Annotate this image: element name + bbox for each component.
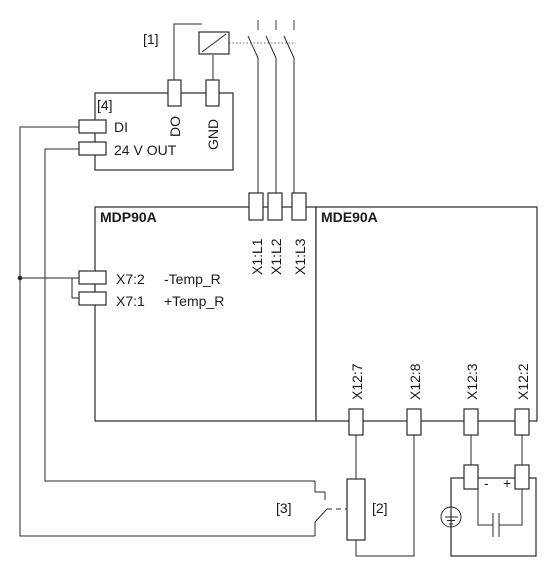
di-label: DI	[114, 119, 128, 135]
x12-3-label: X12:3	[464, 363, 480, 400]
x7-2-signal: -Temp_R	[164, 271, 221, 287]
plus-label: +	[503, 475, 511, 491]
24v-out-label: 24 V OUT	[114, 142, 177, 158]
brake-resistor	[346, 435, 415, 557]
mdp90a-module	[94, 206, 317, 422]
switch-3-blade	[314, 508, 328, 523]
ref-4-label: [4]	[97, 97, 113, 113]
minus-label: -	[484, 475, 489, 491]
terminal-x1-l2	[267, 192, 283, 221]
terminal-x12-7	[348, 408, 364, 436]
do-label: DO	[167, 116, 183, 137]
resistor-2-body	[346, 478, 366, 541]
mdp90a-label: MDP90A	[100, 209, 157, 225]
capacitor-terminal-plus	[514, 464, 530, 490]
x12-2-label: X12:2	[515, 363, 531, 400]
junction-dot	[17, 275, 23, 281]
contact-l1	[247, 35, 259, 59]
mde90a-label: MDE90A	[321, 209, 378, 225]
terminal-x12-3	[463, 408, 479, 436]
x12-8-label: X12:8	[407, 363, 423, 400]
terminal-x7-2	[78, 270, 107, 285]
ref-3-label: [3]	[276, 500, 292, 516]
mde90a-module	[315, 206, 538, 422]
contact-l2	[265, 35, 277, 59]
capacitor-terminal-minus	[463, 464, 479, 490]
terminal-24v-out	[78, 141, 107, 156]
terminal-x7-1	[78, 291, 107, 306]
x7-1-signal: +Temp_R	[164, 293, 224, 309]
capacitor-block	[440, 435, 537, 557]
ref-1-label: [1]	[143, 31, 159, 47]
contactor	[173, 20, 296, 193]
contact-l3	[283, 35, 295, 59]
terminal-di	[78, 119, 107, 134]
x1-l1-label: X1:L1	[249, 238, 265, 275]
terminal-x1-l3	[291, 192, 307, 221]
terminal-gnd	[205, 79, 220, 107]
ref-2-label: [2]	[372, 500, 388, 516]
terminal-x12-2	[514, 408, 530, 436]
terminal-x1-l1	[248, 192, 264, 221]
terminal-x12-8	[406, 408, 422, 436]
x7-2-label: X7:2	[116, 271, 145, 287]
x1-l2-label: X1:L2	[268, 238, 284, 275]
x1-l3-label: X1:L3	[292, 238, 308, 275]
x7-1-label: X7:1	[116, 293, 145, 309]
terminal-do	[167, 79, 182, 107]
temp-wiring	[17, 126, 347, 537]
ground-icon	[440, 506, 462, 528]
x12-7-label: X12:7	[349, 363, 365, 400]
gnd-label: GND	[205, 119, 221, 150]
